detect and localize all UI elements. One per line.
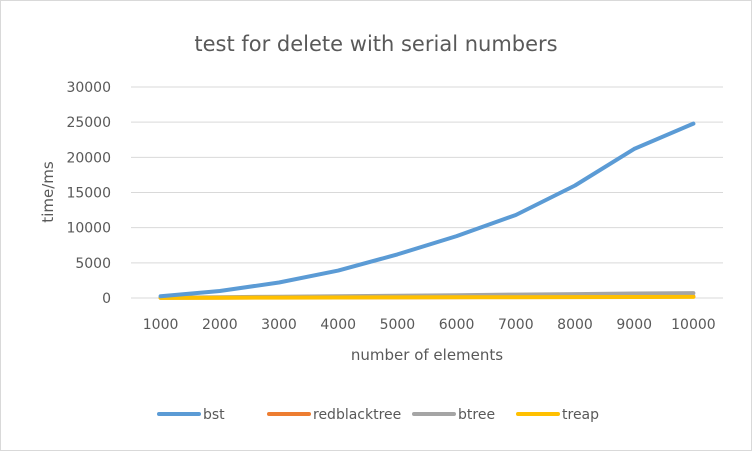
x-tick-label: 9000 [616, 317, 652, 333]
y-tick-label: 10000 [66, 221, 111, 237]
y-axis-label: time/ms [39, 161, 57, 223]
legend-label-bst: bst [203, 407, 225, 423]
x-tick-label: 4000 [320, 317, 356, 333]
legend: bst redblacktree btree treap [157, 407, 599, 423]
series-line-treap [158, 294, 696, 300]
series-lines [158, 121, 696, 300]
legend-label-redblacktree: redblacktree [313, 407, 401, 423]
x-axis-label: number of elements [351, 346, 503, 364]
y-axis-ticks: 0 5000 10000 15000 20000 25000 30000 [66, 80, 111, 307]
x-tick-label: 8000 [557, 317, 593, 333]
x-tick-label: 3000 [261, 317, 297, 333]
x-axis-ticks: 1000 2000 3000 4000 5000 6000 7000 8000 9000 1000… [143, 317, 716, 333]
x-tick-label: 10000 [671, 317, 716, 333]
y-tick-label: 25000 [66, 115, 111, 131]
x-tick-label: 1000 [143, 317, 179, 333]
y-tick-label: 15000 [66, 186, 111, 202]
y-tick-label: 5000 [75, 256, 111, 272]
gridlines [131, 86, 723, 299]
x-tick-label: 2000 [202, 317, 238, 333]
legend-label-btree: btree [458, 407, 495, 423]
x-tick-label: 6000 [439, 317, 475, 333]
chart-title: test for delete with serial numbers [194, 32, 557, 56]
y-tick-label: 30000 [66, 80, 111, 96]
y-tick-label: 0 [102, 291, 111, 307]
y-tick-label: 20000 [66, 150, 111, 166]
x-tick-label: 7000 [498, 317, 534, 333]
series-line-bst [158, 121, 696, 299]
legend-label-treap: treap [562, 407, 599, 423]
x-tick-label: 5000 [380, 317, 416, 333]
